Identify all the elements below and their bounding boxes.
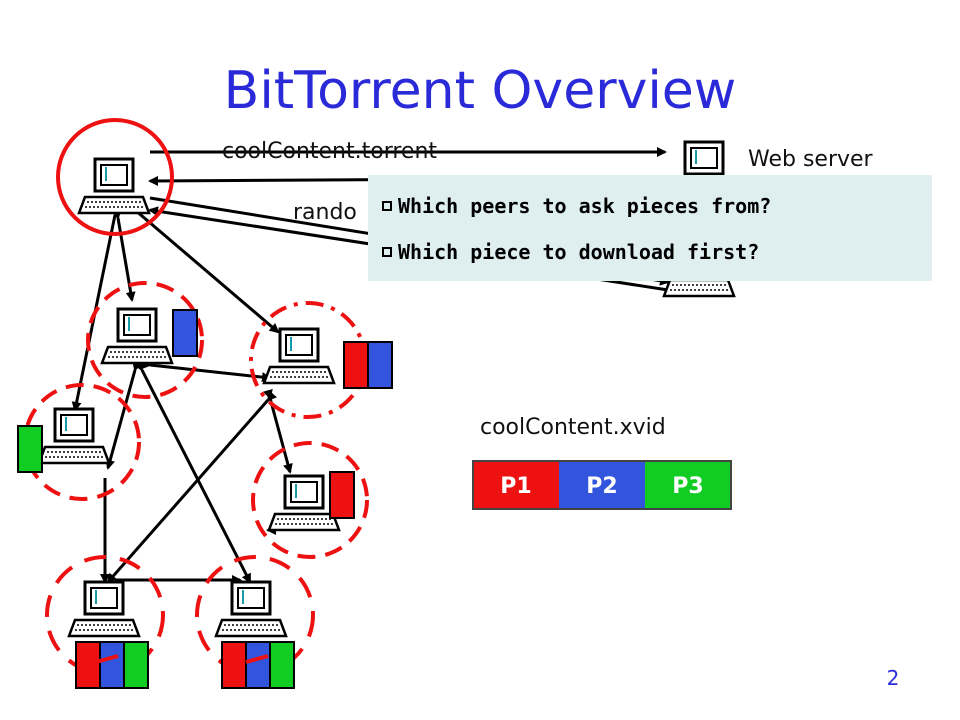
- slide-title: BitTorrent Overview: [224, 61, 737, 121]
- peer-computer: [100, 307, 174, 365]
- piece-p3-label: P3: [672, 474, 703, 499]
- questions-callout: Which peers to ask pieces from? Which pi…: [368, 175, 932, 281]
- main-peer-computer: [77, 157, 151, 215]
- peer-computer: [67, 580, 141, 638]
- question-item: Which piece to download first?: [382, 229, 932, 275]
- piece-block: [269, 641, 295, 689]
- peer-computer: [262, 327, 336, 385]
- piece-block: [343, 341, 369, 389]
- piece-block: [99, 641, 125, 689]
- piece-p2: [559, 461, 645, 509]
- torrent-file-label: coolContent.torrent: [222, 139, 437, 164]
- piece-block: [367, 341, 393, 389]
- piece-block: [329, 471, 355, 519]
- checkbox-bullet-icon: [382, 201, 392, 211]
- web-server-label: Web server: [748, 147, 874, 172]
- piece-p3: [645, 461, 731, 509]
- page-number: 2: [887, 666, 900, 690]
- piece-block: [17, 425, 43, 473]
- peer-circle: [86, 281, 204, 399]
- question-text: Which piece to download first?: [398, 240, 760, 264]
- content-file-label: coolContent.xvid: [480, 415, 666, 440]
- random-label: rando: [293, 200, 357, 225]
- piece-block: [123, 641, 149, 689]
- peer-computer: [214, 580, 288, 638]
- main-peer-circle: [56, 118, 174, 236]
- piece-p1: [473, 461, 559, 509]
- piece-block: [245, 641, 271, 689]
- question-item: Which peers to ask pieces from?: [382, 183, 932, 229]
- peer-computer: [267, 474, 341, 532]
- file-pieces-bar: P1 P2 P3: [472, 460, 732, 510]
- piece-p1-label: P1: [500, 474, 531, 499]
- piece-block: [172, 309, 198, 357]
- peer-circle: [251, 441, 369, 559]
- checkbox-bullet-icon: [382, 247, 392, 257]
- peer-computer: [37, 407, 111, 465]
- peer-pieces: [17, 309, 393, 689]
- piece-block: [75, 641, 101, 689]
- piece-block: [221, 641, 247, 689]
- question-text: Which peers to ask pieces from?: [398, 194, 772, 218]
- piece-p2-label: P2: [586, 474, 617, 499]
